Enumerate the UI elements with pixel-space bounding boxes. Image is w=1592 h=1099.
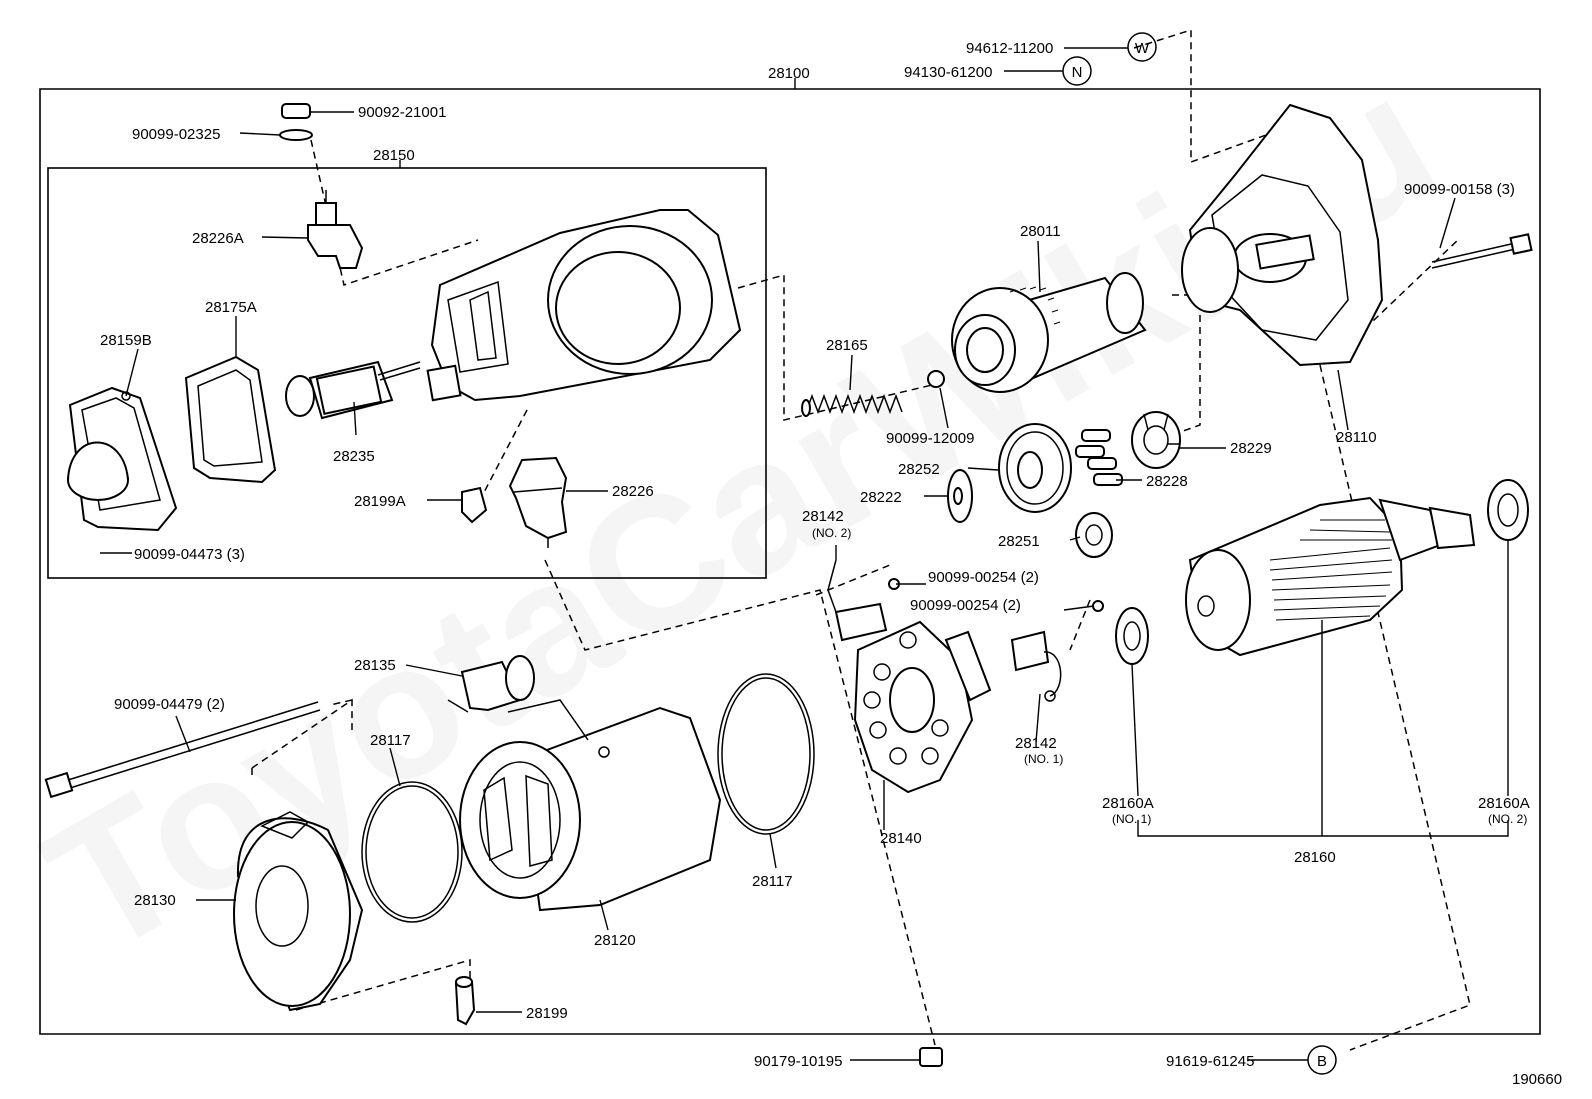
- label-bolt-w: 94612-11200: [966, 40, 1053, 57]
- label-brush-no2: 28142: [802, 508, 844, 525]
- label-washer-top: 90099-02325: [132, 126, 220, 143]
- solenoid-gasket-part: [184, 355, 277, 484]
- label-terminal-kit-top: 28226A: [192, 230, 244, 247]
- svg-text:B: B: [1317, 1053, 1327, 1070]
- label-roller-retainer: 28229: [1230, 440, 1272, 457]
- label-plunger: 28235: [333, 448, 375, 465]
- leader-lines: [100, 47, 1456, 1061]
- terminal-kit-part: [508, 456, 568, 548]
- label-bearing-no2-sub: (NO. 2): [1488, 812, 1527, 826]
- label-rollers: 28228: [1146, 473, 1188, 490]
- label-cover-solenoid: 28159B: [100, 332, 152, 349]
- label-ball: 90099-12009: [886, 430, 974, 447]
- label-clutch: 28011: [1020, 223, 1061, 240]
- svg-text:W: W: [1135, 40, 1150, 57]
- terminal-kit-top-part: [307, 190, 364, 269]
- label-yoke: 28120: [594, 932, 636, 949]
- housing-part: [1181, 103, 1384, 367]
- symbol-b: B: [1307, 1045, 1337, 1075]
- label-pinion: 28251: [998, 533, 1040, 550]
- bearing-no2-part: [1487, 479, 1529, 541]
- label-assy: 28100: [768, 65, 810, 82]
- pinion-part: [1075, 512, 1113, 558]
- end-frame-part: [233, 811, 364, 1012]
- label-screw-brush-b: 90099-00254 (2): [910, 597, 1021, 614]
- label-bearing-no2: 28160A: [1478, 795, 1530, 812]
- solenoid-housing-part: [426, 209, 742, 402]
- label-screw-solenoid: 90099-04473 (3): [134, 546, 245, 563]
- yoke-part: [459, 699, 722, 912]
- solenoid-cover-part: [67, 386, 178, 532]
- label-nut-n: 94130-61200: [904, 64, 992, 81]
- label-housing: 28110: [1336, 429, 1377, 446]
- label-brush-no1: 28142: [1015, 735, 1057, 752]
- retainer-part: [947, 469, 973, 523]
- lead-wire-part: [447, 655, 535, 713]
- solenoid-frame: [47, 160, 767, 579]
- spring-part: [801, 393, 903, 417]
- label-end-frame: 28130: [134, 892, 176, 909]
- label-brush-holder: 28140: [880, 830, 922, 847]
- label-screw-brush-a: 90099-00254 (2): [928, 569, 1039, 586]
- symbol-n: N: [1062, 56, 1092, 86]
- idle-gear-part: [998, 423, 1072, 513]
- boot-part: [461, 486, 488, 524]
- label-armature: 28160: [1294, 849, 1336, 866]
- label-idle-gear: 28252: [898, 461, 940, 478]
- rollers-part: [1075, 429, 1123, 486]
- label-spring: 28165: [826, 337, 868, 354]
- armature-part: [1185, 496, 1476, 657]
- label-brush-no2-sub: (NO. 2): [812, 526, 851, 540]
- roller-retainer-part: [1131, 411, 1181, 469]
- armature-group-line: [1131, 540, 1509, 837]
- label-boot-bottom: 28199: [526, 1005, 568, 1022]
- label-solenoid-assy: 28150: [373, 147, 415, 164]
- symbol-w: W: [1127, 32, 1157, 62]
- brush-holder-part: [853, 620, 992, 794]
- bearing-no1-part: [1115, 607, 1149, 665]
- label-gasket-solenoid: 28175A: [205, 299, 257, 316]
- through-bolt-part: [44, 701, 321, 799]
- boot-bottom-part: [454, 976, 476, 1026]
- label-bearing-no1: 28160A: [1102, 795, 1154, 812]
- label-oring-right: 28117: [752, 873, 793, 890]
- oring-left-part: [361, 781, 463, 923]
- plunger-part: [285, 360, 421, 436]
- label-retainer: 28222: [860, 489, 902, 506]
- svg-text:N: N: [1072, 64, 1083, 81]
- part-labels: 28100 28150 90092-21001 90099-02325 2822…: [100, 40, 1562, 1088]
- label-brush-no1-sub: (NO. 1): [1024, 752, 1063, 766]
- oring-right-part: [717, 673, 815, 835]
- label-oring-left: 28117: [370, 732, 411, 749]
- ball-part: [927, 370, 945, 388]
- assembly-frame: [39, 78, 1541, 1035]
- label-nut-top: 90092-21001: [358, 104, 446, 121]
- nut-bottom-part: [919, 1047, 943, 1067]
- nut-top-part: [279, 103, 313, 141]
- housing-bolt-part: [1431, 233, 1533, 269]
- figure-number: 190660: [1512, 1071, 1562, 1088]
- label-lead-wire: 28135: [354, 657, 396, 674]
- label-bearing-no1-sub: (NO. 1): [1112, 812, 1151, 826]
- label-boot: 28199A: [354, 493, 406, 510]
- clutch-part: [951, 272, 1147, 393]
- brush-no1-part: [1010, 630, 1062, 702]
- label-housing-bolt: 90099-00158 (3): [1404, 181, 1515, 198]
- brush-no2-part: [827, 559, 888, 642]
- label-terminal-kit: 28226: [612, 483, 654, 500]
- label-nut-bottom: 90179-10195: [754, 1053, 842, 1070]
- label-through-bolt: 90099-04479 (2): [114, 696, 225, 713]
- label-nut-b: 91619-61245: [1166, 1053, 1254, 1070]
